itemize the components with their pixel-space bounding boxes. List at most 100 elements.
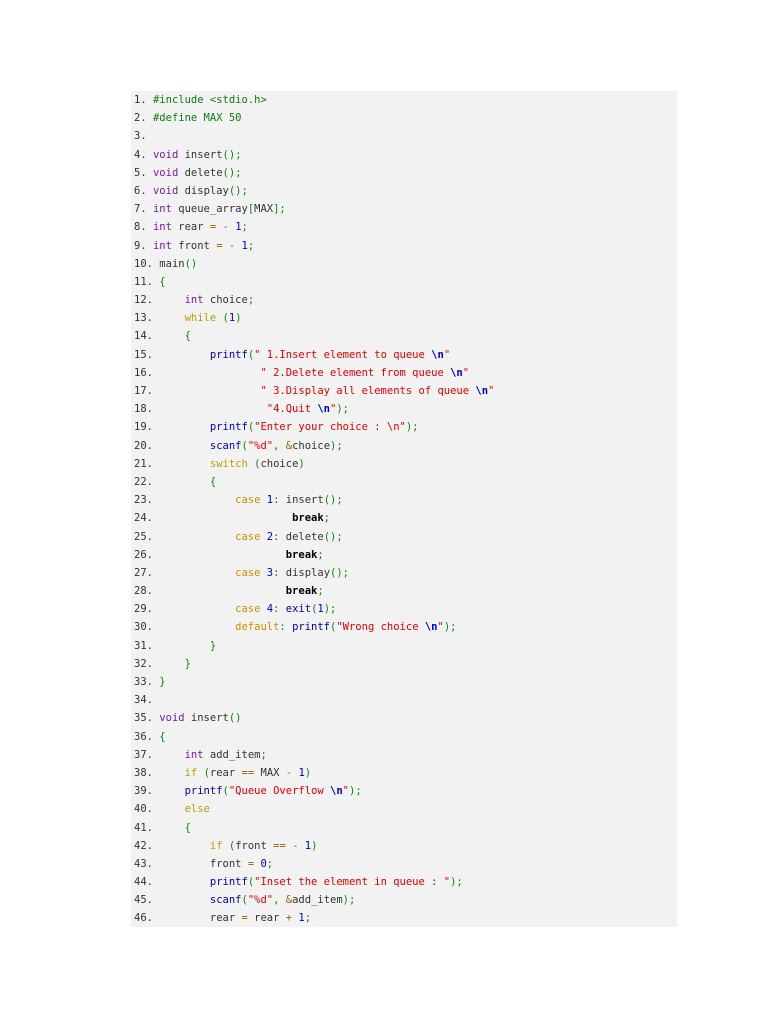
code-token: add_item (292, 894, 343, 907)
line-number: 26. (134, 548, 153, 561)
line-number: 27. (134, 566, 153, 579)
code-token: } (184, 657, 191, 670)
code-line: 38. if (rear == MAX - 1) (134, 764, 494, 782)
code-token: \n (330, 785, 343, 798)
code-token: == (241, 766, 255, 779)
code-line: 33. } (134, 673, 494, 691)
code-line: 32. } (134, 655, 494, 673)
code-token (159, 312, 184, 324)
code-line: 15. printf(" 1.Insert element to queue \… (134, 346, 494, 364)
code-line: 11. { (134, 273, 494, 291)
code-token: ); (336, 403, 349, 416)
line-number: 17. (134, 385, 153, 397)
code-token: : (273, 530, 280, 543)
line-number: 34. (134, 694, 153, 707)
code-token: case (235, 530, 261, 543)
code-token: { (184, 821, 191, 834)
code-token: printf (292, 621, 331, 634)
code-token: 1 (298, 766, 305, 779)
code-token: "Wrong choice (336, 621, 425, 634)
code-token: () (228, 712, 242, 725)
line-number: 21. (134, 457, 153, 470)
code-token: "Enter your choice : \n" (254, 421, 406, 434)
line-number: 30. (134, 621, 153, 634)
code-token: \n (317, 403, 330, 416)
line-number: 15. (134, 348, 153, 361)
code-token (159, 494, 235, 506)
code-token (159, 531, 235, 543)
code-line: 1. #include <stdio.h> (134, 91, 494, 109)
code-token: printf (184, 785, 223, 798)
code-token: ( (330, 621, 337, 634)
code-token: " (342, 785, 349, 798)
code-token: ( (222, 785, 229, 798)
code-token: ); (405, 421, 419, 434)
code-token: ( (203, 766, 210, 779)
line-number: 36. (134, 730, 153, 743)
code-token: insert (178, 148, 223, 161)
code-token: \n (450, 366, 463, 379)
code-token: switch (209, 457, 248, 470)
code-token: ( (254, 457, 261, 470)
code-token (159, 658, 184, 670)
code-token: " (462, 366, 470, 379)
code-line: 44. printf("Inset the element in queue :… (134, 873, 494, 891)
code-line: 25. case 2: delete(); (134, 528, 494, 546)
code-token: int (152, 203, 172, 216)
code-line: 8. int rear = - 1; (134, 218, 494, 236)
code-line: 18. "4.Quit \n"); (134, 400, 494, 418)
line-number: 10. (134, 257, 153, 270)
code-token: - (222, 221, 229, 234)
code-token: - (285, 766, 293, 779)
code-token (159, 876, 210, 888)
code-token: : (279, 621, 286, 634)
code-token: " 3.Display all elements of queue (260, 385, 476, 397)
code-token: scanf (209, 439, 242, 452)
line-number: 29. (134, 603, 153, 616)
code-token (159, 785, 184, 797)
line-number: 33. (134, 676, 153, 688)
code-token: case (235, 566, 261, 579)
code-token: ) (298, 457, 305, 470)
code-token: ) (311, 839, 318, 852)
code-token (159, 549, 285, 561)
code-token: ) (235, 312, 242, 325)
code-token: break (285, 585, 318, 598)
code-line: 23. case 1: insert(); (134, 491, 494, 509)
code-token: + (285, 912, 293, 925)
code-token: 2 (266, 530, 274, 543)
code-token: if (184, 766, 198, 779)
code-token (159, 585, 285, 597)
code-token: printf (209, 876, 248, 889)
code-line: 10. main() (134, 255, 494, 273)
code-line: 42. if (front == - 1) (134, 837, 494, 855)
line-number: 4. (134, 148, 147, 161)
code-token: (); (323, 530, 343, 543)
code-line: 30. default: printf("Wrong choice \n"); (134, 618, 494, 636)
line-number-gap (147, 130, 153, 142)
code-token: ( (247, 421, 255, 434)
code-token: [ (247, 203, 255, 216)
line-number: 8. (134, 221, 147, 234)
code-token: " (443, 348, 451, 361)
line-number: 6. (134, 184, 147, 197)
line-number: 1. (134, 94, 147, 106)
code-line: 22. { (134, 473, 494, 491)
code-token: 1 (298, 912, 305, 925)
code-token: ); (349, 785, 362, 798)
code-line: 26. break; (134, 546, 494, 564)
code-token: == (273, 839, 286, 852)
code-token: front (209, 857, 248, 870)
code-token: MAX (254, 203, 274, 216)
code-token: () (184, 257, 198, 270)
line-number: 37. (134, 748, 153, 761)
code-token: case (235, 603, 261, 616)
code-token: : (273, 566, 280, 579)
code-token: 1 (235, 221, 242, 234)
code-token: ; (323, 512, 330, 525)
code-token: ); (450, 876, 463, 889)
code-token: 1 (228, 312, 236, 325)
code-token: (); (228, 184, 248, 197)
code-token (159, 840, 210, 852)
